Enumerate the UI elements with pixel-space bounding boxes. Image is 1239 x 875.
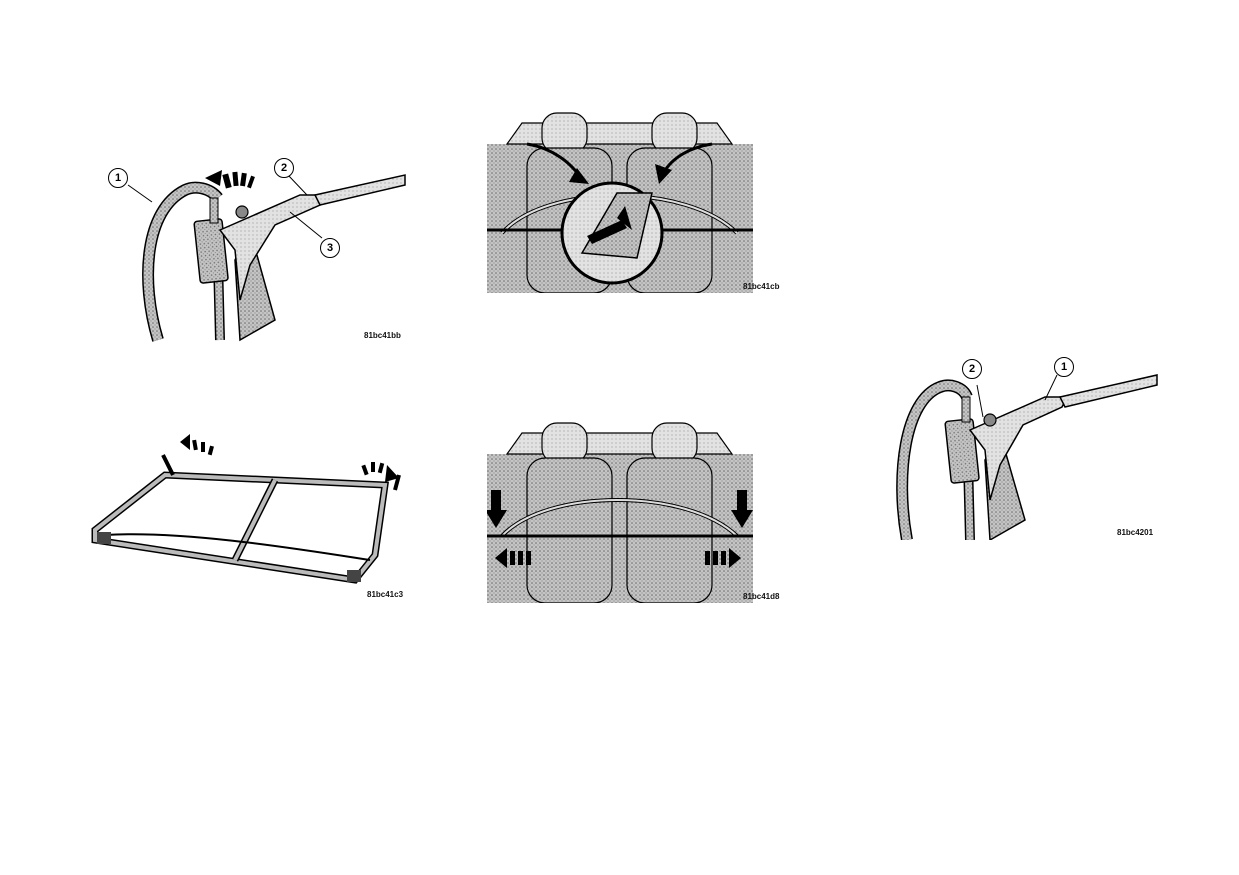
hinge-bracket-illustration	[127, 170, 406, 342]
callout-1: 1	[108, 168, 128, 188]
seat-remove-illustration	[487, 418, 753, 603]
figure-hinge-install: 2 1 81bc4201	[895, 355, 1165, 545]
figure-seat-inset: 81bc41cb	[487, 108, 787, 300]
figure-code: 81bc4201	[1117, 528, 1154, 537]
cargo-frame-illustration	[91, 434, 401, 584]
figure-hinge-release: 1 2 3 81bc41bb	[100, 150, 410, 350]
hinge-install-illustration	[896, 374, 1158, 540]
figure-code: 81bc41cb	[743, 282, 780, 291]
callout-1: 1	[1054, 357, 1074, 377]
figure-seat-remove: 81bc41d8	[487, 418, 787, 610]
figure-frame: 81bc41c3	[85, 430, 415, 605]
callout-3: 3	[320, 238, 340, 258]
figure-code: 81bc41bb	[364, 331, 401, 340]
callout-2: 2	[962, 359, 982, 379]
figure-code: 81bc41c3	[367, 590, 404, 599]
callout-2: 2	[274, 158, 294, 178]
figure-code: 81bc41d8	[743, 592, 780, 601]
seat-inset-illustration	[487, 108, 753, 293]
